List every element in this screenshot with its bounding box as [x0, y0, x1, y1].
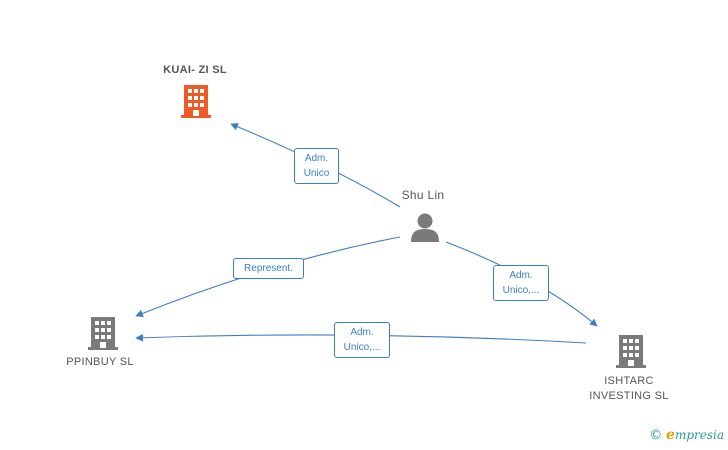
- node-label-ppinbuy[interactable]: PPINBUY SL: [66, 356, 134, 368]
- edge-label-line: Adm.: [350, 327, 374, 338]
- empresia-logo: © empresia: [649, 427, 724, 443]
- edge-label-line: Unico: [303, 168, 330, 179]
- edge-label-shu-ppinbuy[interactable]: Represent.: [233, 258, 304, 279]
- edge-label-line: Represent.: [244, 263, 293, 274]
- brand-initial: e: [666, 427, 675, 443]
- building-icon[interactable]: [616, 335, 646, 368]
- edge-label-line: Adm.: [304, 153, 329, 164]
- edge-label-shu-ishtarc[interactable]: Adm. Unico,...: [493, 265, 549, 301]
- node-label-shu-lin[interactable]: Shu Lin: [401, 188, 445, 202]
- node-label-ishtarc[interactable]: ISHTARC INVESTING SL: [589, 375, 669, 402]
- edge-label-line: Unico,...: [502, 285, 540, 296]
- person-icon[interactable]: [411, 213, 439, 243]
- edge-label-line: Unico,...: [343, 342, 381, 353]
- node-label-kuai-zi[interactable]: KUAI- ZI SL: [163, 64, 227, 76]
- building-icon[interactable]: [88, 317, 118, 350]
- edge-label-line: Adm.: [509, 270, 533, 281]
- copyright-icon: ©: [649, 428, 663, 443]
- building-icon[interactable]: [181, 85, 211, 118]
- brand-name: mpresia: [674, 428, 724, 442]
- edge-label-ishtarc-ppinbuy[interactable]: Adm. Unico,...: [334, 322, 390, 358]
- edge-label-shu-kuai[interactable]: Adm. Unico: [294, 148, 339, 184]
